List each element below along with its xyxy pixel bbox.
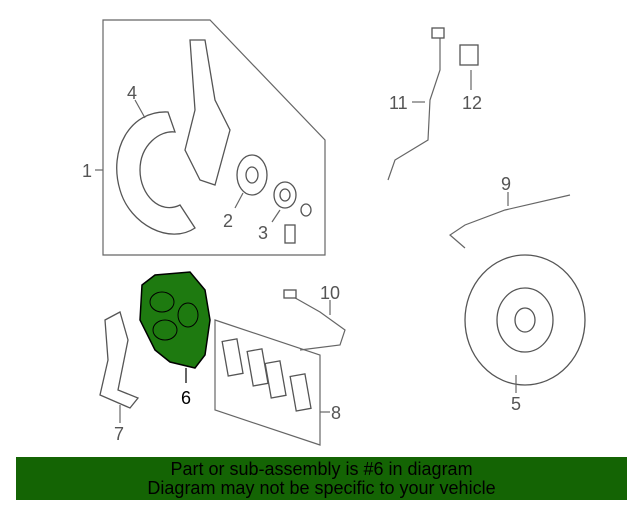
callout-5: 5 bbox=[511, 394, 521, 414]
callout-2: 2 bbox=[223, 211, 233, 231]
callout-6: 6 bbox=[181, 388, 191, 408]
callout-1: 1 bbox=[82, 161, 92, 181]
brake-pads-part-8[interactable] bbox=[214, 319, 321, 446]
callout-11: 11 bbox=[389, 93, 408, 113]
brake-caliper-part-6[interactable] bbox=[139, 271, 211, 369]
callout-8: 8 bbox=[331, 403, 341, 423]
brake-hose-part-9[interactable] bbox=[449, 194, 571, 249]
callout-10: 10 bbox=[320, 283, 340, 303]
abs-sensor-part-11[interactable] bbox=[387, 35, 441, 181]
callout-12: 12 bbox=[462, 93, 482, 113]
callout-7: 7 bbox=[114, 424, 124, 444]
steering-knuckle[interactable] bbox=[184, 39, 231, 186]
wear-sensor-part-10[interactable] bbox=[289, 294, 346, 351]
connector-part-12[interactable] bbox=[459, 44, 479, 66]
caliper-bracket-part-7[interactable] bbox=[99, 311, 140, 409]
callout-9: 9 bbox=[501, 174, 511, 194]
banner-line-1: Part or sub-assembly is #6 in diagram bbox=[170, 459, 473, 479]
banner-line-2: Diagram may not be specific to your vehi… bbox=[147, 478, 496, 498]
callout-4: 4 bbox=[127, 83, 137, 103]
splash-shield-part-4[interactable] bbox=[116, 111, 196, 235]
info-banner: Part or sub-assembly is #6 in diagram Di… bbox=[16, 457, 627, 500]
callout-3: 3 bbox=[258, 223, 268, 243]
assembly-outline-1 bbox=[102, 19, 326, 256]
